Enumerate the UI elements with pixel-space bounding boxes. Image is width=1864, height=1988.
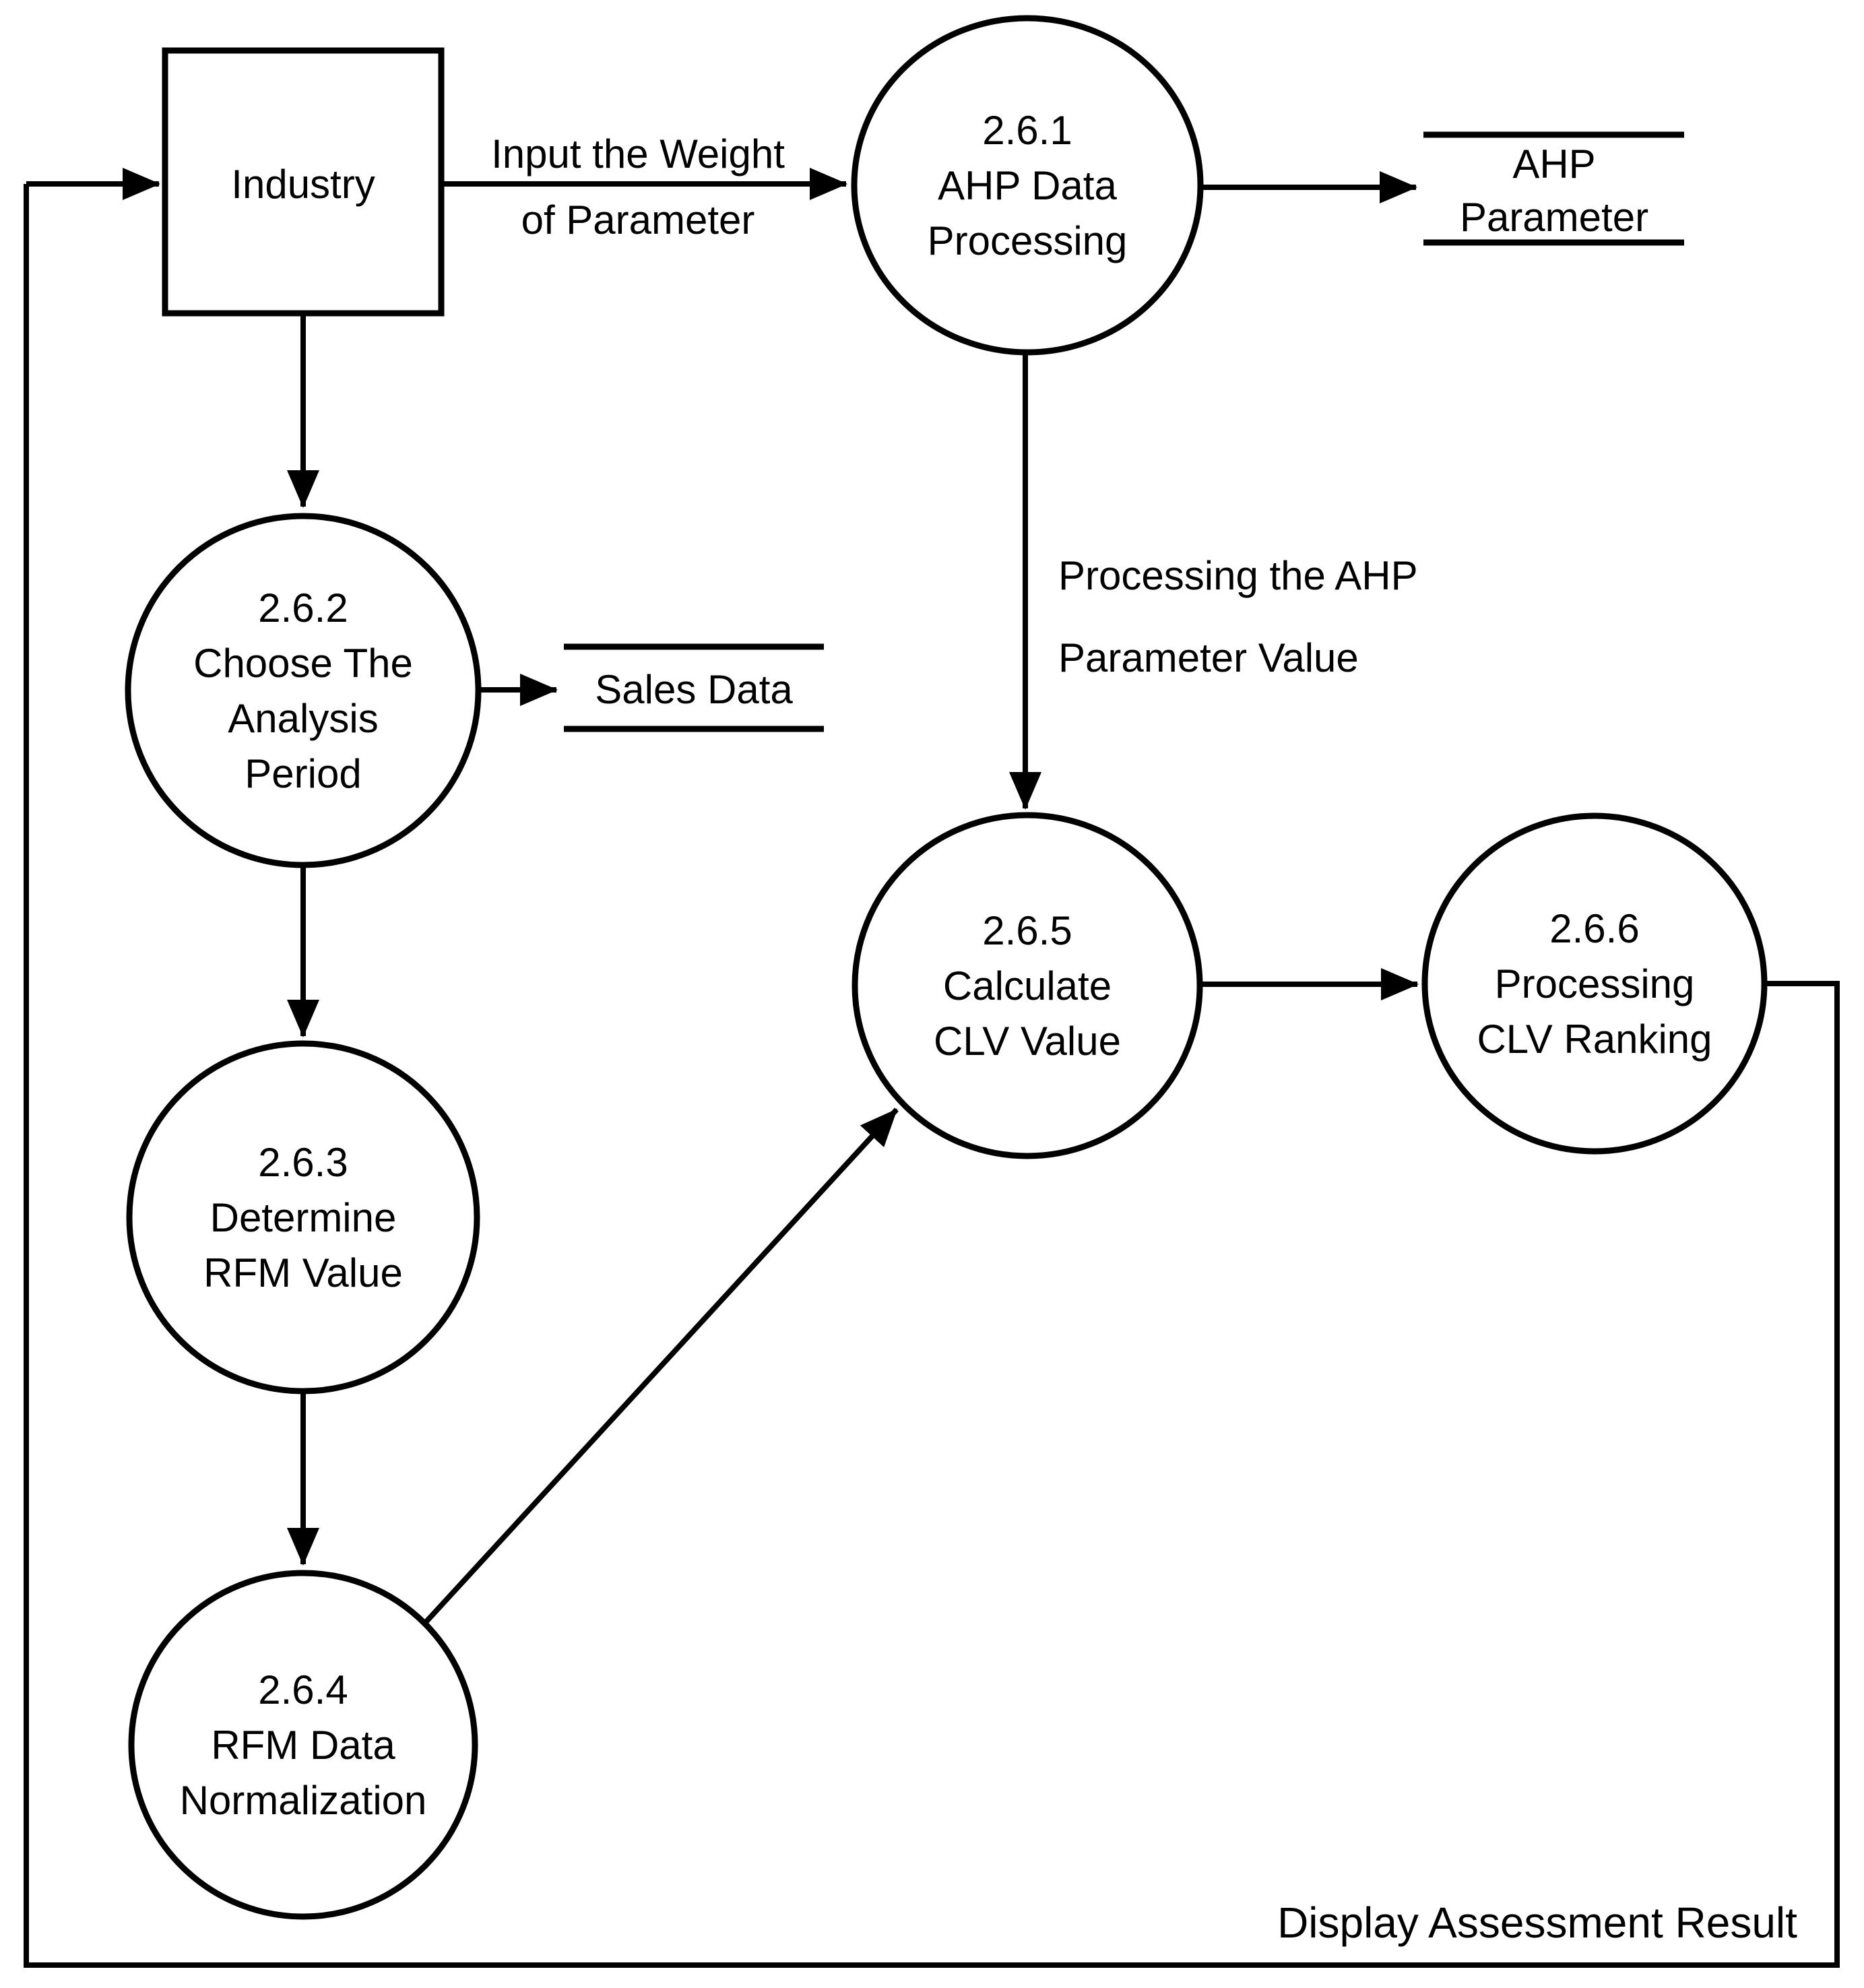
sales-store-label: Sales Data bbox=[595, 667, 793, 712]
process-262-circle bbox=[125, 513, 482, 868]
process-265-line2: Calculate bbox=[943, 963, 1112, 1008]
process-262-line2: Choose The bbox=[193, 641, 413, 686]
process-266-line3: CLV Ranking bbox=[1477, 1017, 1712, 1062]
datastore-ahp-parameter: AHP Parameter bbox=[1423, 131, 1684, 246]
process-261: 2.6.1 AHP Data Processing bbox=[851, 15, 1204, 356]
feedback-loop-line bbox=[24, 184, 1840, 1968]
process-266-line2: Processing bbox=[1495, 961, 1695, 1006]
process-263-line2: Determine bbox=[210, 1195, 397, 1240]
process-262-line4: Period bbox=[245, 751, 361, 796]
flow-label-processing-ahp-line2: Parameter Value bbox=[1058, 635, 1359, 680]
flow-label-display-result: Display Assessment Result bbox=[1277, 1898, 1797, 1947]
process-264: 2.6.4 RFM Data Normalization bbox=[128, 1570, 478, 1920]
flow-label-input-weight-line2: of Parameter bbox=[521, 197, 755, 243]
process-266-id: 2.6.6 bbox=[1549, 906, 1639, 951]
ahp-store-label-line1: AHP bbox=[1512, 141, 1595, 187]
process-263-line3: RFM Value bbox=[203, 1250, 403, 1295]
industry-label: Industry bbox=[231, 162, 375, 207]
process-262-id: 2.6.2 bbox=[258, 585, 348, 631]
process-263-id: 2.6.3 bbox=[258, 1140, 348, 1185]
process-265-id: 2.6.5 bbox=[982, 908, 1072, 953]
flow-label-processing-ahp-line1: Processing the AHP bbox=[1058, 553, 1418, 598]
process-266-circle bbox=[1421, 812, 1768, 1155]
process-264-id: 2.6.4 bbox=[258, 1667, 348, 1712]
external-entity-industry: Industry bbox=[162, 47, 445, 317]
process-262: 2.6.2 Choose The Analysis Period bbox=[125, 513, 482, 868]
process-261-line3: Processing bbox=[928, 218, 1128, 263]
process-263: 2.6.3 Determine RFM Value bbox=[126, 1040, 480, 1394]
process-265: 2.6.5 Calculate CLV Value bbox=[851, 812, 1203, 1159]
process-264-line3: Normalization bbox=[180, 1778, 427, 1823]
ahp-store-label-line2: Parameter bbox=[1460, 195, 1648, 240]
process-261-id: 2.6.1 bbox=[982, 108, 1072, 153]
flow-label-input-weight-line1: Input the Weight bbox=[491, 131, 785, 177]
flow-264-to-265 bbox=[424, 1108, 899, 1624]
datastore-sales-data: Sales Data bbox=[564, 643, 824, 732]
process-265-line3: CLV Value bbox=[934, 1019, 1121, 1064]
process-262-line3: Analysis bbox=[228, 696, 378, 741]
process-266: 2.6.6 Processing CLV Ranking bbox=[1421, 812, 1768, 1155]
process-264-circle bbox=[128, 1570, 478, 1920]
process-261-line2: AHP Data bbox=[938, 163, 1117, 208]
process-264-line2: RFM Data bbox=[211, 1723, 395, 1768]
